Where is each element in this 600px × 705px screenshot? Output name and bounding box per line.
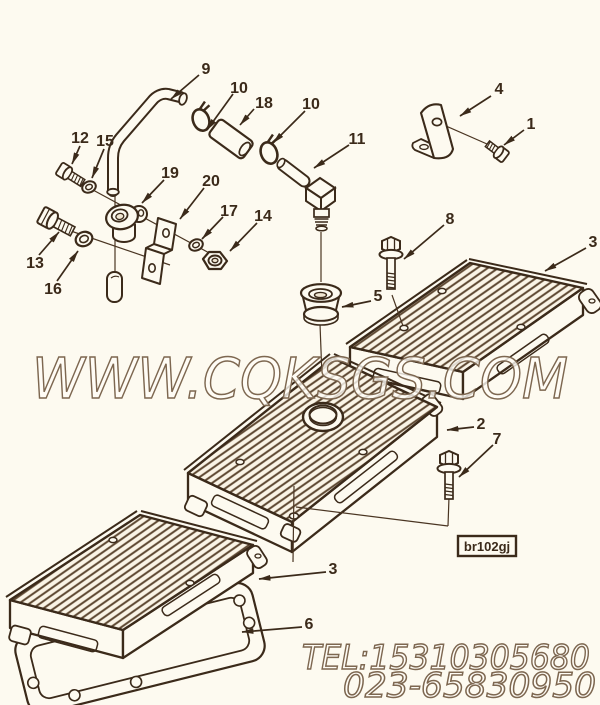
callout-leader-6 [241,626,303,634]
hex-nut-14 [201,250,229,271]
callout-2: 2 [477,416,486,433]
callout-3b: 3 [329,561,338,578]
callout-18: 18 [255,95,273,112]
filler-boss [301,401,345,433]
callout-6: 6 [305,616,314,633]
washer-15 [81,180,97,194]
callout-14: 14 [254,208,272,225]
callout-1: 1 [527,116,536,133]
callout-8: 8 [446,211,455,228]
dowel-pin [106,271,123,303]
callout-9: 9 [202,61,211,78]
callout-11: 11 [349,131,366,148]
z-bracket-20 [141,217,177,285]
hex-bolt-13 [36,206,77,237]
lock-washer-16 [74,230,94,248]
callout-numbers: 9 10 18 10 11 4 1 12 15 19 20 17 14 13 1… [26,61,597,633]
site-watermark: WWW.CQKSGS.COM [32,347,568,412]
callout-7: 7 [493,431,502,448]
flange-bolt-8 [378,235,404,290]
breather-fitting-19 [105,203,148,243]
callout-16: 16 [44,281,62,298]
bolt8-axis-line [391,294,404,327]
hex-bolt-12 [55,162,86,188]
callout-17: 17 [220,203,238,220]
callout-19: 19 [161,165,179,182]
callout-10a: 10 [230,80,248,97]
callout-3a: 3 [589,234,598,251]
tel-watermark-line1: TEL:15310305680 [302,638,590,678]
bolt7-leader-line [295,506,449,527]
washer-17 [188,238,204,252]
bolt7-axis-line [447,496,450,527]
callout-leader-3b [258,571,327,581]
elbow-connector [276,157,337,232]
callout-20: 20 [202,173,220,190]
callout-arrows [38,74,587,478]
ref-code-box: br102gj [456,534,518,558]
callout-15: 15 [96,133,114,150]
callout-12: 12 [71,130,89,147]
flange-bolt-7 [436,449,462,500]
cover-hole-leader-line [292,485,295,563]
callout-5: 5 [374,288,383,305]
oil-cooler-core-top [345,258,600,401]
hose-clamp-upper [191,100,211,132]
callout-10b: 10 [302,96,320,113]
mounting-bracket [411,103,455,160]
oil-cooler-core-middle [183,353,444,554]
hex-bolt-1 [484,139,510,163]
core-boss [399,324,409,332]
oil-cooler-core-bottom [5,510,268,660]
rubber-grommet [299,283,343,326]
callout-4: 4 [495,81,504,98]
ref-code-text: br102gj [464,539,510,554]
tel-watermark-line2: 023-65830950 [343,666,596,705]
callout-13: 13 [26,255,44,272]
